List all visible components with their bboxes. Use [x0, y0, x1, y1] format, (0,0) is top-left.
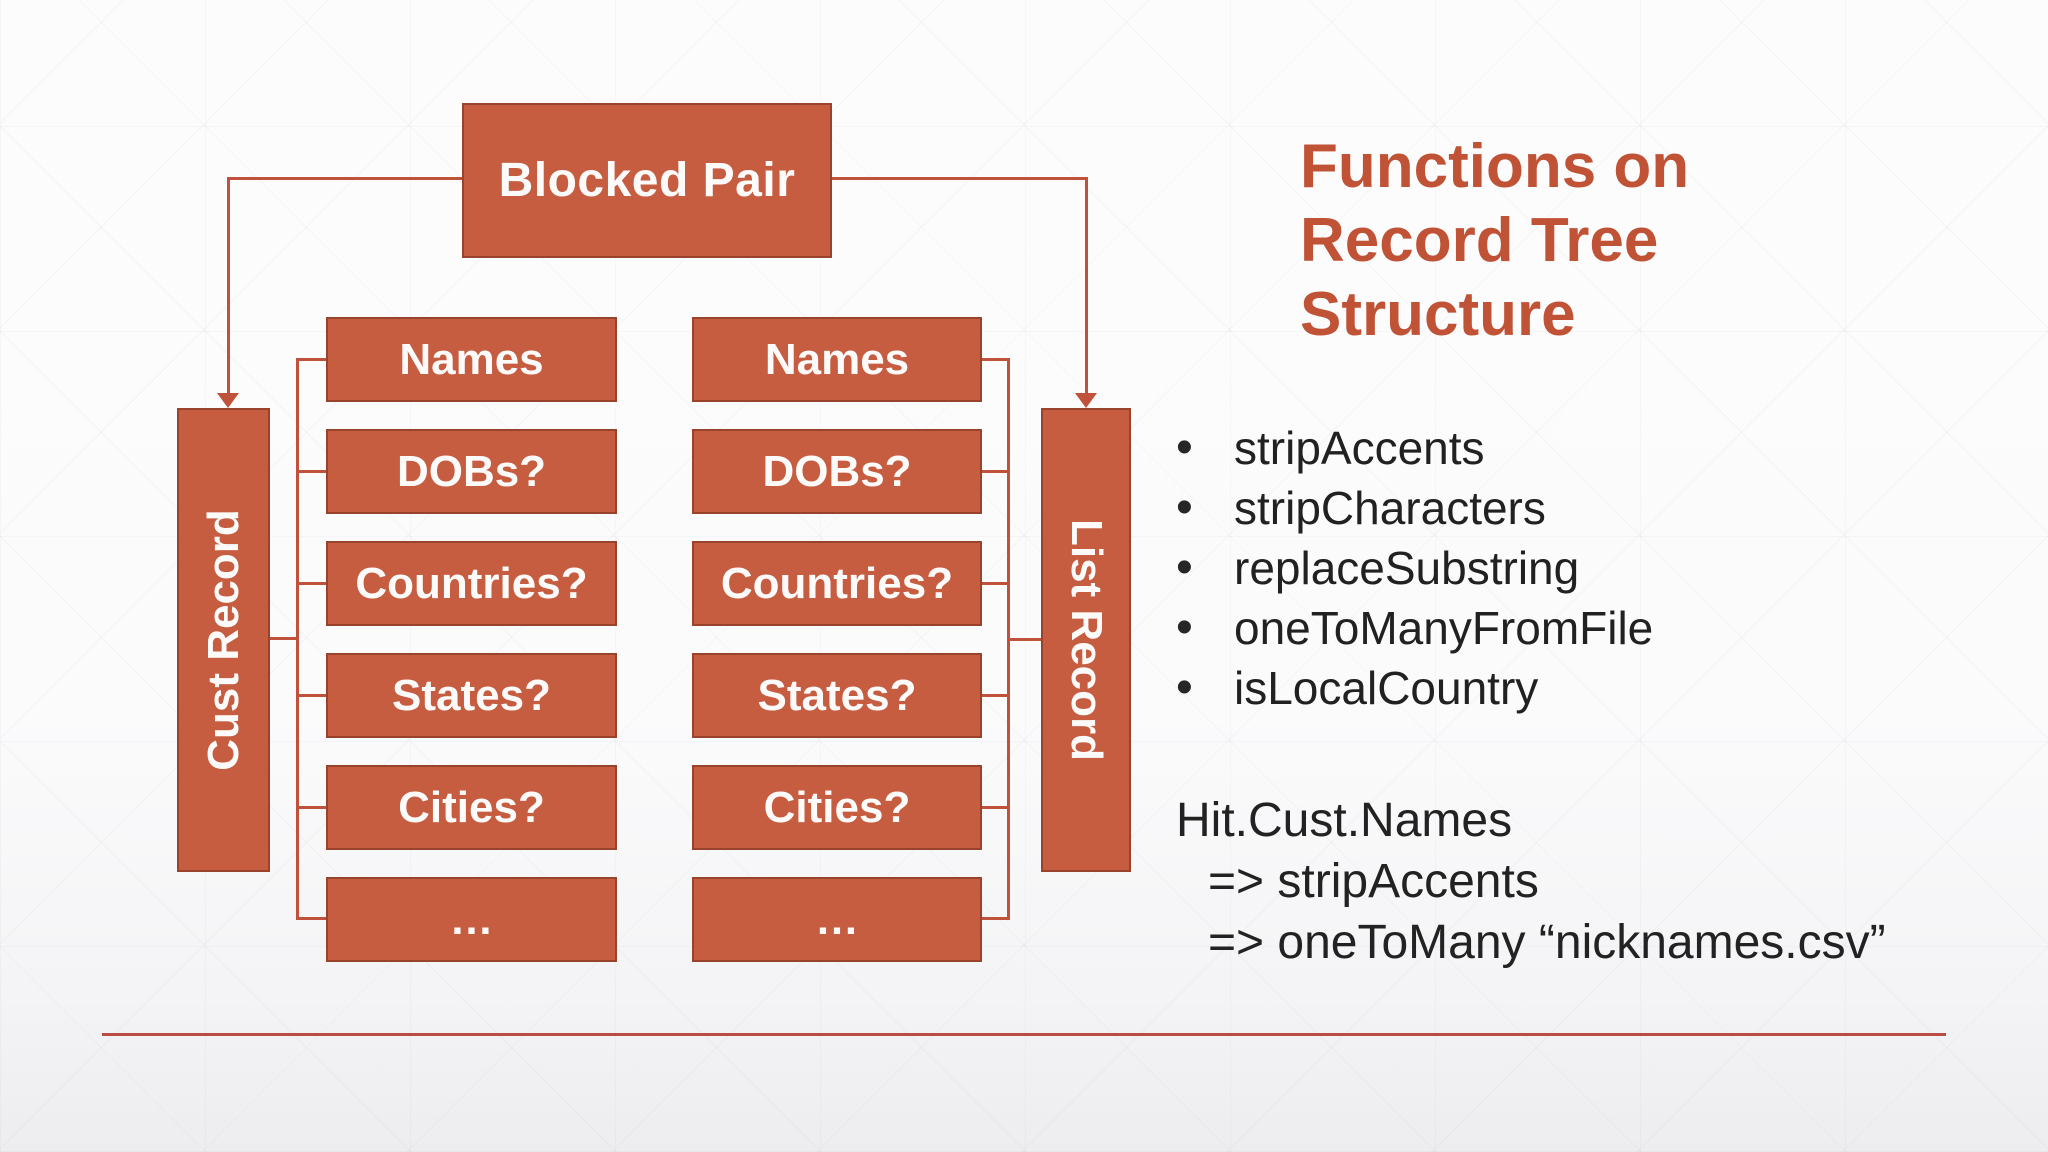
slide-title: Functions on Record Tree Structure — [1300, 130, 1940, 352]
list-record-node: List Record — [1041, 408, 1131, 872]
function-item: isLocalCountry — [1170, 658, 1930, 718]
slide-title-line: Functions on — [1300, 132, 1690, 201]
list-field-cities: Cities? — [692, 765, 982, 850]
connector-left-vertical — [227, 177, 230, 394]
left-bracket-stub — [297, 917, 327, 920]
right-bracket-stub — [981, 806, 1008, 809]
slide-title-line: Record Tree — [1300, 206, 1659, 275]
cust-field-cities: Cities? — [326, 765, 617, 850]
arrowhead-left-icon — [217, 393, 239, 408]
right-bracket-stub — [981, 470, 1008, 473]
list-field-countries: Countries? — [692, 541, 982, 626]
field-label: Cities? — [763, 782, 911, 832]
left-bracket-stub — [297, 694, 327, 697]
slide-title-line: Structure — [1300, 280, 1576, 349]
function-item: oneToManyFromFile — [1170, 598, 1930, 658]
left-bracket-stub — [297, 358, 327, 361]
cust-field-countries: Countries? — [326, 541, 617, 626]
field-label: Countries? — [355, 558, 588, 608]
right-bracket-stub — [981, 917, 1008, 920]
left-bracket-stub — [297, 582, 327, 585]
field-label: States? — [392, 670, 551, 720]
function-item: stripCharacters — [1170, 478, 1930, 538]
list-field-names: Names — [692, 317, 982, 402]
field-label: Cities? — [398, 782, 545, 832]
cust-record-node: Cust Record — [177, 408, 270, 872]
field-label: DOBs? — [762, 446, 912, 496]
field-label: … — [815, 894, 859, 944]
connector-right-horizontal — [832, 177, 1086, 180]
functions-list: stripAccents stripCharacters replaceSubs… — [1170, 418, 1930, 718]
cust-field-states: States? — [326, 653, 617, 738]
right-bracket-root-stub — [1008, 638, 1041, 641]
list-record-label: List Record — [1062, 518, 1112, 762]
arrowhead-right-icon — [1075, 393, 1097, 408]
example-line: => oneToMany “nicknames.csv” — [1208, 916, 1886, 969]
right-bracket-stub — [981, 358, 1008, 361]
cust-field-ellipsis: … — [326, 877, 617, 962]
connector-left-horizontal — [228, 177, 462, 180]
left-bracket-stub — [297, 470, 327, 473]
blocked-pair-label: Blocked Pair — [498, 154, 796, 207]
field-label: Names — [764, 334, 910, 384]
list-field-ellipsis: … — [692, 877, 982, 962]
left-bracket-vertical — [296, 358, 299, 920]
connector-right-vertical — [1085, 177, 1088, 394]
right-bracket-stub — [981, 582, 1008, 585]
left-bracket-root-stub — [270, 637, 297, 640]
field-label: Countries? — [720, 558, 954, 608]
left-bracket-stub — [297, 806, 327, 809]
blocked-pair-node: Blocked Pair — [462, 103, 832, 258]
example-line: => stripAccents — [1208, 855, 1539, 908]
right-bracket-stub — [981, 694, 1008, 697]
footer-divider — [102, 1033, 1946, 1036]
cust-record-label: Cust Record — [198, 509, 248, 771]
list-field-dobs: DOBs? — [692, 429, 982, 514]
field-label: States? — [757, 670, 917, 720]
list-field-states: States? — [692, 653, 982, 738]
field-label: … — [449, 894, 494, 944]
field-label: Names — [399, 334, 544, 384]
field-label: DOBs? — [396, 446, 547, 496]
function-item: stripAccents — [1170, 418, 1930, 478]
example-block: Hit.Cust.Names => stripAccents => oneToM… — [1176, 790, 1996, 973]
cust-field-names: Names — [326, 317, 617, 402]
cust-field-dobs: DOBs? — [326, 429, 617, 514]
example-line: Hit.Cust.Names — [1176, 794, 1513, 847]
function-item: replaceSubstring — [1170, 538, 1930, 598]
